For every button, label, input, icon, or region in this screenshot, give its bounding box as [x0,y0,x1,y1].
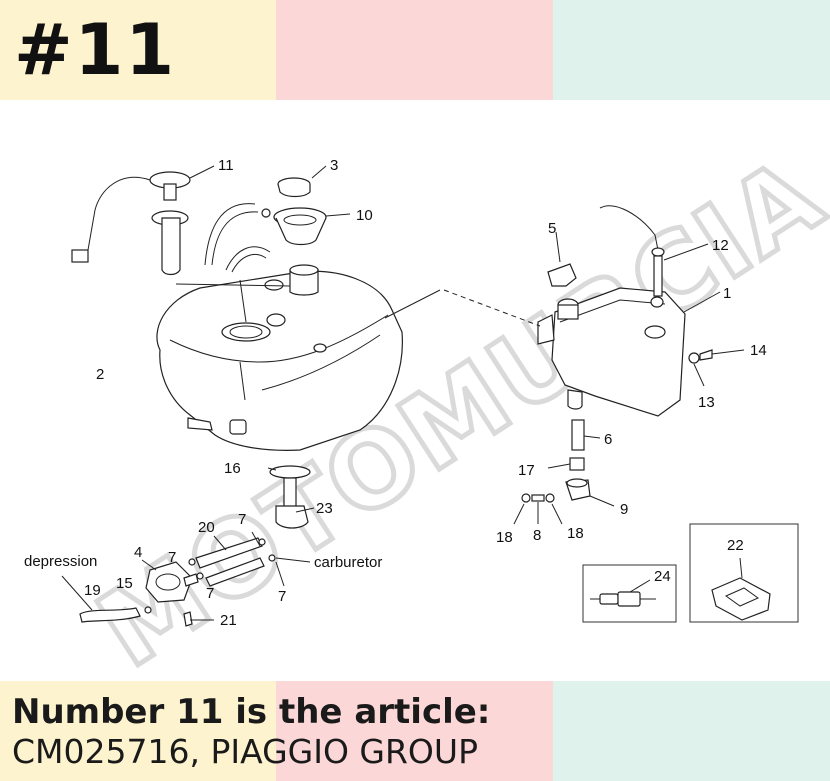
fuel-level-sender [71,165,215,276]
fuel-filter-assembly [267,465,315,529]
fuel-cap [277,165,327,198]
callout-18-right: 18 [567,525,584,542]
screw-and-washer [688,349,745,387]
callout-7-top: 7 [238,511,246,528]
callout-24: 24 [654,568,671,585]
callout-12: 12 [712,237,729,254]
callout-18-left: 18 [496,529,513,546]
filler-adapter [261,207,351,246]
callout-10: 10 [356,207,373,224]
fuel-hose [195,535,265,587]
vacuum-fuel-pump [141,559,199,603]
callout-21: 21 [220,612,237,629]
callout-15: 15 [116,575,133,592]
callout-16: 16 [224,460,241,477]
callout-7-mid: 7 [168,549,176,566]
caption-title: Number 11 is the article: [12,692,491,732]
note-carburetor: carburetor [314,554,382,571]
callout-6: 6 [604,431,612,448]
note-depression: depression [24,553,97,570]
callout-4: 4 [134,544,142,561]
hose-clips [144,531,311,627]
callout-7-right: 7 [278,588,286,605]
callout-23: 23 [316,500,333,517]
bolt-and-washers [513,493,563,525]
callout-labels: 11 3 10 5 12 1 2 14 13 6 17 9 18 8 18 16… [24,157,767,629]
exploded-parts-diagram: MOTOMURCIA [24,131,830,681]
callout-14: 14 [750,342,767,359]
oil-reservoir [443,287,721,417]
callout-5: 5 [548,220,556,237]
vacuum-hose [61,575,141,623]
inline-filter [571,419,601,451]
callout-9: 9 [620,501,628,518]
hose-clamp [547,457,585,471]
reservoir-cap [547,231,577,287]
level-sensor [599,205,709,308]
callout-1: 1 [723,285,731,302]
callout-17: 17 [518,462,535,479]
outlet-fitting [565,478,615,507]
breather-hose [175,203,291,323]
callout-2: 2 [96,366,104,383]
inset-box-24 [582,564,677,623]
callout-22: 22 [727,537,744,554]
caption-band [0,681,830,781]
fuel-tank [156,270,441,451]
callout-20: 20 [198,519,215,536]
callout-19: 19 [84,582,101,599]
header-band [0,0,830,100]
callout-7-low: 7 [206,585,214,602]
filler-neck [289,264,319,296]
callout-13: 13 [698,394,715,411]
page-number: #11 [14,9,177,91]
callout-11: 11 [218,157,234,174]
inset-box-22 [689,523,799,623]
callout-8: 8 [533,527,541,544]
callout-3: 3 [330,157,338,174]
caption-article: CM025716, PIAGGIO GROUP [12,732,478,771]
